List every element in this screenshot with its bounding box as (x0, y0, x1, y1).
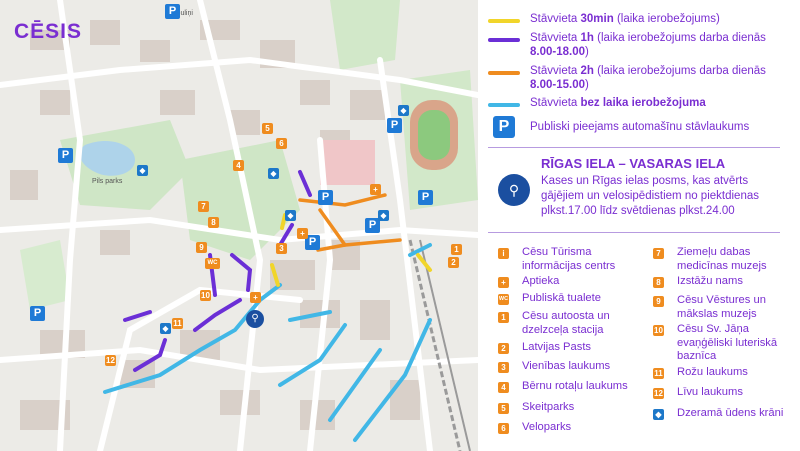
poi-12-icon: 12 (653, 388, 664, 399)
poi-11-icon: 11 (653, 368, 664, 379)
poi-8-icon[interactable]: 8 (208, 217, 219, 228)
zone-title: RĪGAS IELA – VASARAS IELA (541, 156, 726, 171)
legend-poi-3: 3 Vienības laukums (498, 360, 610, 374)
yellow-line-swatch (488, 19, 520, 23)
water-tap-icon[interactable]: ◆ (160, 323, 171, 334)
legend-poi-tourism: i Cēsu Tūrisma informācijas centrs (498, 246, 632, 273)
legend-poi-2: 2 Latvijas Pasts (498, 341, 591, 355)
parking-icon[interactable]: P (387, 118, 402, 133)
poi-5-icon: 5 (498, 403, 509, 414)
poi-2-icon[interactable]: 2 (448, 257, 459, 268)
map-label-pils-parks: Pils parks (92, 178, 123, 185)
orange-line-swatch (488, 71, 520, 75)
pharmacy-icon[interactable]: + (250, 292, 261, 303)
parking-icon: P (493, 116, 515, 138)
blue-line-swatch (488, 103, 520, 107)
legend-row-30min: Stāvvieta 30min (laika ierobežojums) (488, 12, 720, 26)
parking-icon[interactable]: P (365, 218, 380, 233)
poi-4-icon: 4 (498, 382, 509, 393)
pharmacy-icon[interactable]: + (297, 228, 308, 239)
legend-poi-toilet: WC Publiskā tualete (498, 292, 601, 305)
pedestrian-zone-icon[interactable]: ⚲ (246, 310, 264, 328)
poi-6-icon[interactable]: 6 (276, 138, 287, 149)
legend-row-2h: Stāvvieta 2h (laika ierobežojums darba d… (488, 64, 780, 92)
parking-icon[interactable]: P (30, 306, 45, 321)
poi-11-icon[interactable]: 11 (172, 318, 183, 329)
map-label-pupulini: Pūpuliņi (168, 10, 193, 17)
parking-icon[interactable]: P (165, 4, 180, 19)
legend-divider (488, 147, 780, 148)
pedestrian-bicycle-icon: ⚲ (498, 174, 530, 206)
water-tap-icon[interactable]: ◆ (137, 165, 148, 176)
poi-9-icon[interactable]: 9 (196, 242, 207, 253)
poi-6-icon: 6 (498, 423, 509, 434)
poi-10-icon[interactable]: 10 (200, 290, 211, 301)
poi-10-icon: 10 (653, 325, 664, 336)
poi-7-icon[interactable]: 7 (198, 201, 209, 212)
legend-poi-9: 9 Cēsu Vēstures un mākslas muzejs (653, 294, 792, 321)
water-drop-icon: ◆ (653, 409, 664, 420)
legend-poi-7: 7 Ziemeļu dabas medicīnas muzejs (653, 246, 792, 273)
pharmacy-icon[interactable]: + (370, 184, 381, 195)
legend-row-1h: Stāvvieta 1h (laika ierobežojums darba d… (488, 31, 780, 59)
toilet-icon[interactable]: WC (205, 258, 220, 269)
poi-2-icon: 2 (498, 343, 509, 354)
poi-12-icon[interactable]: 12 (105, 355, 116, 366)
legend-poi-pharmacy: + Aptieka (498, 275, 559, 289)
legend-poi-11: 11 Rožu laukums (653, 366, 748, 379)
parking-icon[interactable]: P (305, 235, 320, 250)
city-map[interactable]: CĒSIS Pils parks Pūpuliņi P P P P P P P … (0, 0, 478, 451)
info-icon: i (498, 248, 509, 259)
legend-row-unlimited: Stāvvieta bez laika ierobežojuma (488, 96, 706, 110)
parking-icon[interactable]: P (418, 190, 433, 205)
legend-water-taps: ◆ Dzeramā ūdens krāni (653, 407, 787, 421)
purple-line-swatch (488, 38, 520, 42)
poi-1-icon[interactable]: 1 (451, 244, 462, 255)
poi-7-icon: 7 (653, 248, 664, 259)
toilet-icon: WC (498, 294, 509, 305)
zone-description: Kases un Rīgas ielas posms, kas atvērts … (541, 175, 759, 217)
poi-3-icon: 3 (498, 362, 509, 373)
poi-3-icon[interactable]: 3 (276, 243, 287, 254)
legend-divider (488, 232, 780, 233)
pharmacy-icon: + (498, 277, 509, 288)
water-tap-icon[interactable]: ◆ (285, 210, 296, 221)
parking-icon[interactable]: P (318, 190, 333, 205)
water-tap-icon[interactable]: ◆ (268, 168, 279, 179)
water-tap-icon[interactable]: ◆ (378, 210, 389, 221)
poi-1-icon: 1 (498, 312, 509, 323)
poi-5-icon[interactable]: 5 (262, 123, 273, 134)
legend-poi-8: 8 Izstāžu nams (653, 275, 743, 289)
map-legend: Stāvvieta 30min (laika ierobežojums) Stā… (488, 0, 800, 451)
water-tap-icon[interactable]: ◆ (398, 105, 409, 116)
legend-poi-6: 6 Veloparks (498, 421, 571, 435)
map-canvas (0, 0, 478, 451)
legend-poi-12: 12 Līvu laukums (653, 386, 743, 399)
poi-4-icon[interactable]: 4 (233, 160, 244, 171)
parking-icon[interactable]: P (58, 148, 73, 163)
legend-row-public-parking: P Publiski pieejams automašīnu stāvlauku… (488, 116, 749, 138)
poi-9-icon: 9 (653, 296, 664, 307)
legend-poi-1: 1 Cēsu autoosta un dzelzceļa stacija (498, 310, 642, 337)
legend-poi-4: 4 Bērnu rotaļu laukums (498, 380, 628, 394)
legend-poi-5: 5 Skeitparks (498, 401, 574, 415)
poi-8-icon: 8 (653, 277, 664, 288)
legend-poi-10: 10 Cēsu Sv. Jāņa evaņģēliski luteriskā b… (653, 323, 778, 362)
brand-title: CĒSIS (14, 20, 83, 43)
